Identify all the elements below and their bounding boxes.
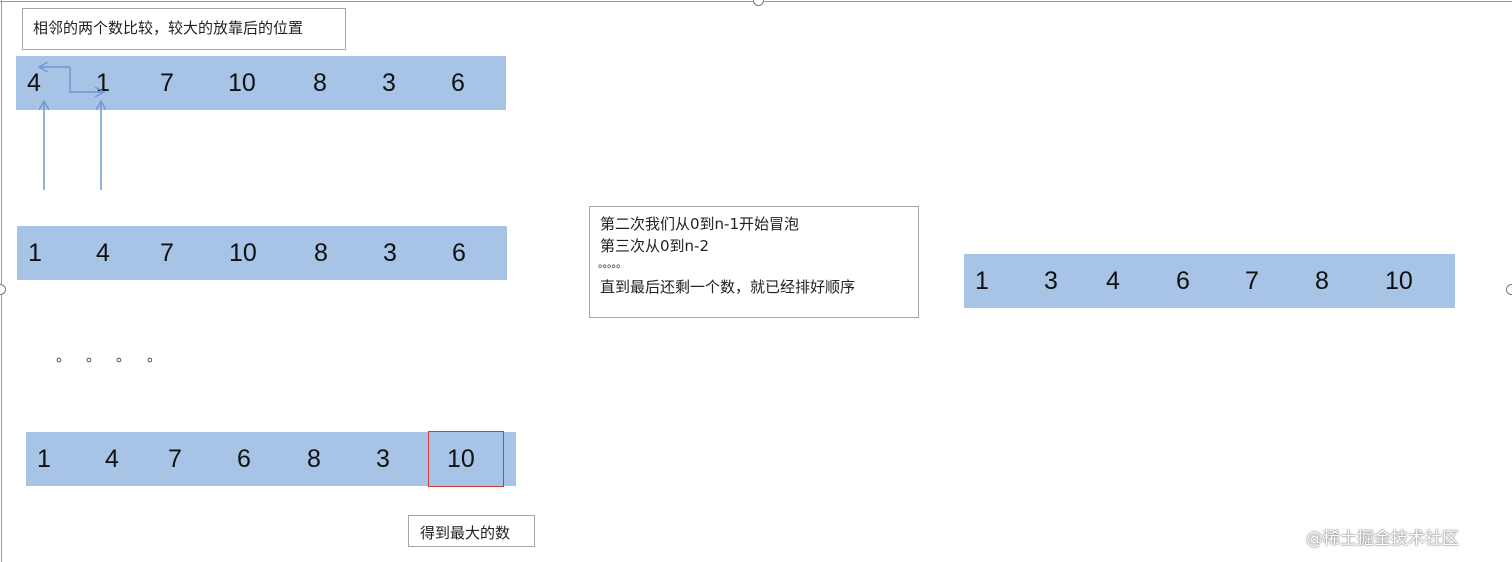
row2-cell-2: 4 <box>96 239 110 267</box>
ellipsis-dot-1: 。 <box>56 347 72 365</box>
sorted-array-row: 1 3 4 6 7 8 10 <box>964 254 1455 308</box>
row2-cell-4: 10 <box>229 239 257 267</box>
sorted-cell-1: 1 <box>975 267 989 295</box>
row3-cell-1: 1 <box>37 445 51 473</box>
row2-cell-3: 7 <box>160 239 174 267</box>
array-row-2: 1 4 7 10 8 3 6 <box>17 226 507 280</box>
max-value-highlight <box>428 431 504 487</box>
sorted-cell-6: 8 <box>1315 267 1329 295</box>
row2-cell-5: 8 <box>314 239 328 267</box>
row1-cell-7: 6 <box>451 69 465 97</box>
middle-note-line-1: 第二次我们从0到n-1开始冒泡 <box>600 215 800 233</box>
middle-note-box: 第二次我们从0到n-1开始冒泡 第三次从0到n-2 。。。。。 直到最后还剩一个… <box>589 206 919 318</box>
bottom-note-text: 得到最大的数 <box>420 524 511 542</box>
sorted-cell-4: 6 <box>1176 267 1190 295</box>
row3-cell-4: 6 <box>237 445 251 473</box>
sorted-cell-5: 7 <box>1245 267 1259 295</box>
array-row-3: 1 4 7 6 8 3 10 <box>26 432 516 486</box>
row2-cell-6: 3 <box>383 239 397 267</box>
sorted-cell-3: 4 <box>1106 267 1120 295</box>
row2-cell-1: 1 <box>28 239 42 267</box>
canvas-border-left <box>1 0 2 562</box>
row1-cell-3: 7 <box>160 69 174 97</box>
sorted-cell-2: 3 <box>1044 267 1058 295</box>
row3-cell-2: 4 <box>105 445 119 473</box>
row2-cell-7: 6 <box>452 239 466 267</box>
ellipsis-dot-4: 。 <box>147 347 163 365</box>
ellipsis: 。 。 。 。 <box>56 345 176 369</box>
row3-cell-6: 3 <box>376 445 390 473</box>
ellipsis-dot-3: 。 <box>116 347 132 365</box>
swap-arrow-icon <box>40 67 103 92</box>
ellipsis-dot-2: 。 <box>86 347 102 365</box>
row1-cell-1: 4 <box>27 69 41 97</box>
row1-cell-5: 8 <box>313 69 327 97</box>
top-note-text: 相邻的两个数比较，较大的放靠后的位置 <box>33 19 304 37</box>
resize-handle-right[interactable] <box>1506 284 1512 295</box>
watermark-text: @稀土掘金技术社区 <box>1306 529 1459 549</box>
top-note-box: 相邻的两个数比较，较大的放靠后的位置 <box>22 8 346 50</box>
bottom-note-box: 得到最大的数 <box>408 515 535 547</box>
row3-cell-5: 8 <box>307 445 321 473</box>
middle-note-line-2: 第三次从0到n-2 <box>600 237 710 255</box>
sorted-cell-7: 10 <box>1385 267 1413 295</box>
row3-cell-3: 7 <box>168 445 182 473</box>
row1-cell-6: 3 <box>382 69 396 97</box>
row3-cell-7: 10 <box>447 445 475 473</box>
middle-note-line-4: 直到最后还剩一个数，就已经排好顺序 <box>600 278 856 296</box>
middle-note-line-3: 。。。。。 <box>598 257 627 270</box>
row1-cell-4: 10 <box>228 69 256 97</box>
